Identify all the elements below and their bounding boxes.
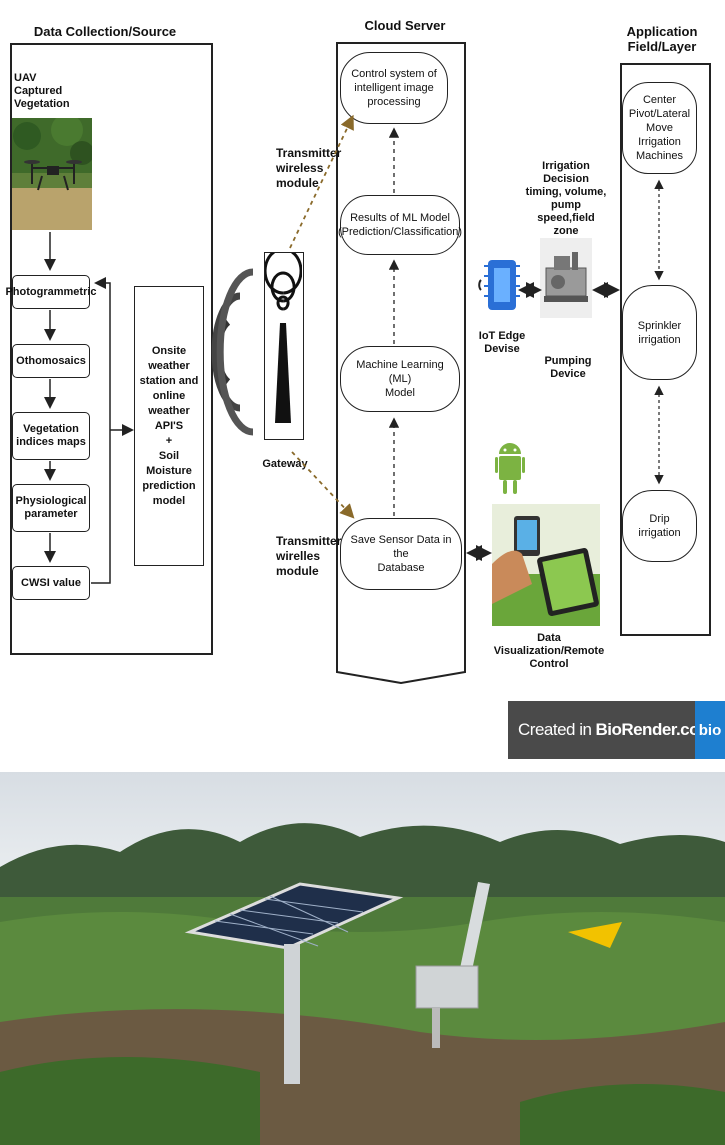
step-vegetation-indices: Vegetation indices maps <box>12 412 90 460</box>
antenna-icon <box>263 247 303 423</box>
gateway-box <box>263 247 304 440</box>
badge-created-in: Created in <box>518 720 592 739</box>
app-drip: Drip irrigation <box>622 490 697 562</box>
header-cloud-server: Cloud Server <box>364 18 446 33</box>
biorender-badge: Created in BioRender.com bio <box>508 701 725 759</box>
header-application: Application Field/Layer <box>626 24 698 54</box>
connector-arrows <box>44 114 664 584</box>
pumping-device-image <box>540 238 592 318</box>
data-visualization-image <box>492 504 600 626</box>
cloud-save-data: Save Sensor Data in the Database <box>340 518 462 590</box>
field-sensor-photo <box>0 772 725 1145</box>
app-sprinkler: Sprinkler irrigation <box>622 285 697 380</box>
weather-soil-box: Onsite weather station and online weathe… <box>134 286 204 566</box>
cloud-ml-model: Machine Learning (ML) Model <box>340 346 460 412</box>
wifi-signal-icon <box>211 268 254 436</box>
transmitter-bottom-label: Transmitter wirelles module <box>276 534 342 578</box>
biorender-logo: bio <box>695 701 725 759</box>
cloud-ml-results: Results of ML Model (Prediction/Classifi… <box>338 195 462 255</box>
step-photogrammetric: Photogrammetric <box>5 275 97 309</box>
uav-label: UAV Captured Vegetation <box>14 72 70 110</box>
uav-drone-image <box>12 118 92 230</box>
iot-edge-label: IoT Edge Devise <box>478 330 526 355</box>
iot-chip-icon <box>478 252 522 318</box>
app-center-pivot: Center Pivot/Lateral Move Irrigation Mac… <box>622 82 697 174</box>
step-cwsi: CWSI value <box>12 566 90 600</box>
step-physiological: Physiological parameter <box>12 484 90 532</box>
pumping-label: Pumping Device <box>544 355 592 380</box>
gateway-label: Gateway <box>262 458 308 470</box>
data-vis-label: Data Visualization/Remote Control <box>493 632 605 670</box>
android-icon <box>495 440 525 500</box>
header-data-collection: Data Collection/Source <box>33 24 177 39</box>
transmitter-top-label: Transmitter wireless module <box>276 146 342 190</box>
step-othomosaics: Othomosaics <box>12 344 90 378</box>
irrigation-decision-label: Irrigation Decision timing, volume, pump… <box>525 160 607 237</box>
cloud-control-system: Control system of intelligent image proc… <box>340 52 448 124</box>
badge-brand: BioRender.com <box>595 720 714 739</box>
